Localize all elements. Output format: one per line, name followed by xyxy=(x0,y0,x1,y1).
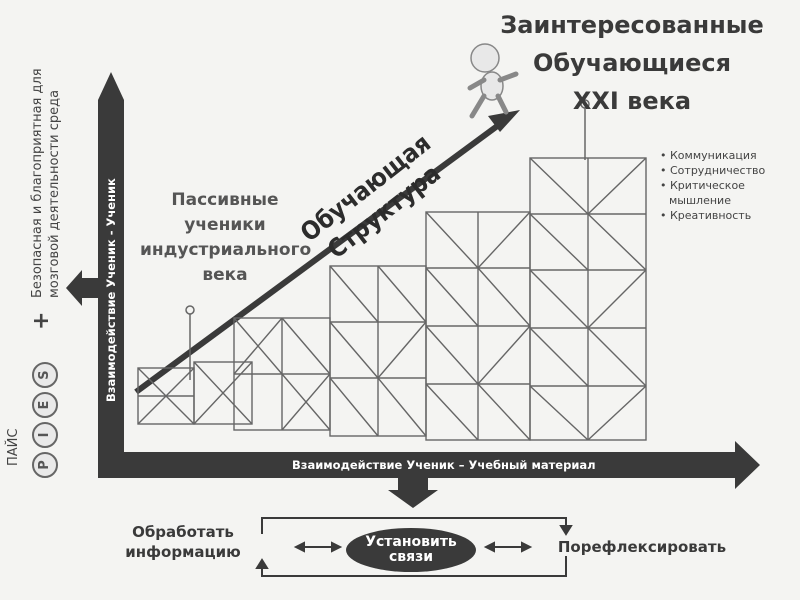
left-arrow-to-environment xyxy=(66,270,98,306)
title-line-1: Заинтересованные xyxy=(500,11,764,39)
skill-critical-cont: мышление xyxy=(669,194,731,207)
pies-letter-e: E xyxy=(32,392,58,418)
title-line-2: Обучающиеся xyxy=(532,49,732,77)
climber-figure-icon xyxy=(467,43,519,119)
vertical-axis-label: Взаимодействие Ученик - Ученик xyxy=(104,178,118,402)
pin-passive xyxy=(185,305,195,380)
pin-engaged xyxy=(580,99,590,160)
reflect-text: Порефлексировать xyxy=(557,538,727,556)
structure-diagonal-arrow-head xyxy=(488,110,520,132)
passive-learners-text: Пассивные ученики индустриального века xyxy=(140,188,312,288)
process-line-1: Обработать xyxy=(132,523,234,541)
passive-line-4: века xyxy=(202,265,248,285)
passive-line-3: индустриального xyxy=(140,240,312,260)
passive-line-1: Пассивные xyxy=(171,190,279,210)
scaffold-tower-2 xyxy=(233,317,331,431)
pies-letter-s: S xyxy=(32,362,58,388)
scaffold-tower-1 xyxy=(137,361,253,425)
vertical-axis-arrow xyxy=(98,72,124,458)
skills-list: Коммуникация Сотрудничество Критическое … xyxy=(660,148,765,223)
passive-line-2: ученики xyxy=(184,215,266,235)
scaffold-tower-4 xyxy=(425,211,531,441)
process-line-2: информацию xyxy=(125,543,241,561)
skill-creativity: Креативность xyxy=(660,208,765,223)
down-arrow-to-actions xyxy=(388,478,438,508)
pies-letter-p: P xyxy=(32,452,58,478)
environment-line-1: Безопасная и благоприятная для xyxy=(30,68,45,298)
make-connections-oval: Установить связи xyxy=(346,528,476,572)
scaffolding xyxy=(137,157,647,441)
scaffold-tower-3 xyxy=(329,265,427,437)
skill-collaboration: Сотрудничество xyxy=(660,163,765,178)
title-line-3: XXI века xyxy=(572,87,692,115)
process-information-text: Обработать информацию xyxy=(118,522,248,562)
skill-communication: Коммуникация xyxy=(660,148,765,163)
pies-letter-i: I xyxy=(32,422,58,448)
engaged-learners-title: Заинтересованные Обучающиеся XXI века xyxy=(482,6,782,120)
bottom-cycle-arrows xyxy=(255,517,573,577)
environment-line-2: мозговой деятельности среда xyxy=(47,89,62,298)
bottom-loop-line xyxy=(261,556,567,577)
top-loop-line xyxy=(261,517,567,534)
horizontal-axis-label: Взаимодействие Ученик – Учебный материал xyxy=(292,458,596,472)
structure-diagonal-arrow-shaft xyxy=(134,121,502,395)
scaffold-tower-5 xyxy=(529,157,647,441)
connect-line-2: связи xyxy=(388,549,434,565)
pies-label: ПАЙС xyxy=(6,428,21,466)
plus-sign: + xyxy=(29,311,54,330)
connect-line-1: Установить xyxy=(365,534,457,550)
skill-critical: Критическое xyxy=(660,178,765,193)
horizontal-axis-arrow xyxy=(98,441,760,489)
